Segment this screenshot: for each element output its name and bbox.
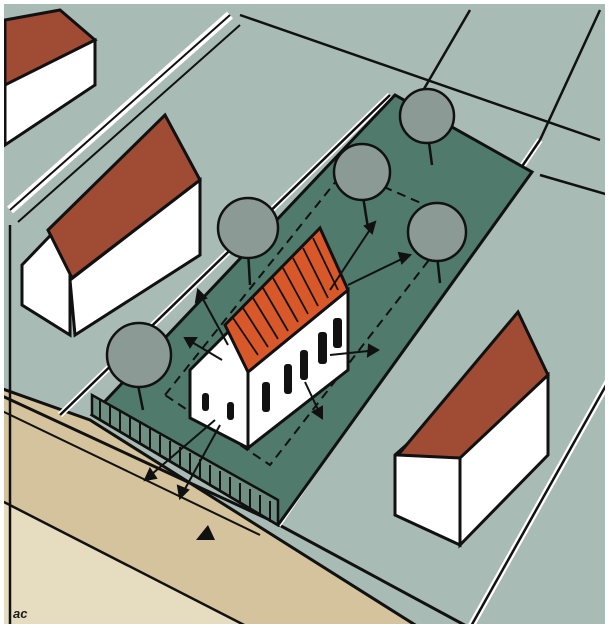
artist-signature: ac [13, 606, 27, 621]
